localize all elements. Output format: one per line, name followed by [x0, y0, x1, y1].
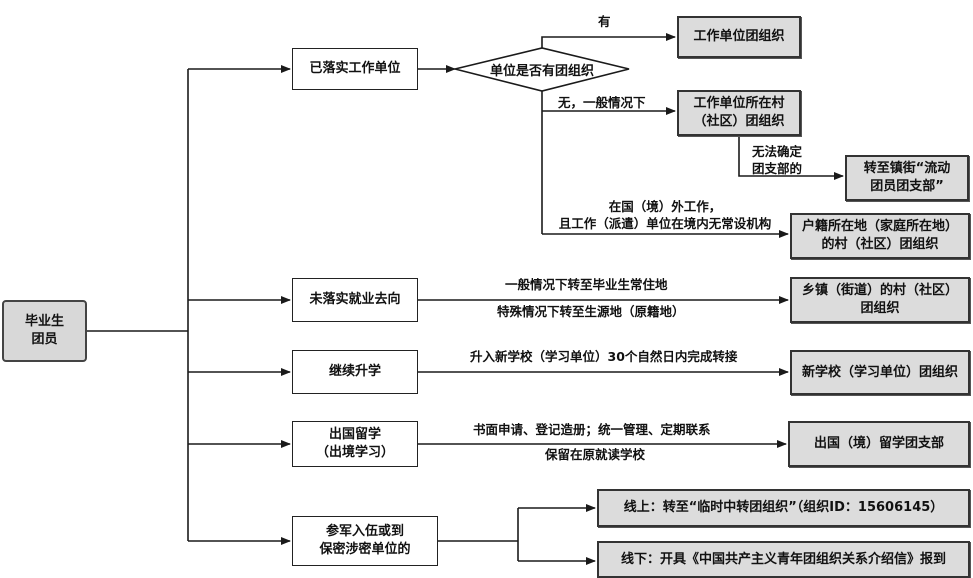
- root-label-line2: 团员: [31, 332, 58, 347]
- node-unemployed: 未落实就业去向: [292, 278, 418, 322]
- decision-label: 单位是否有团组织: [489, 64, 594, 79]
- label-yes: 有: [598, 14, 611, 29]
- target-work-unit-community-line2: （社区）团组织: [693, 114, 785, 129]
- target-floating-branch: 转至镇街“流动 团员团支部”: [845, 155, 969, 201]
- root-node-graduate-members: 毕业生 团员: [2, 300, 87, 362]
- node-employed-label: 已落实工作单位: [309, 61, 401, 76]
- target-household-community: 户籍所在地（家庭所在地） 的村（社区）团组织: [790, 213, 970, 259]
- label-abroad-work-line2: 且工作（派遣）单位在境内无常设机构: [558, 216, 772, 231]
- target-township-community: 乡镇（街道）的村（社区） 团组织: [790, 277, 970, 323]
- arrow-yes: [541, 33, 676, 48]
- target-abroad-branch: 出国（境）留学团支部: [788, 421, 970, 467]
- target-new-school: 新学校（学习单位）团组织: [790, 350, 970, 395]
- target-township-community-line1: 乡镇（街道）的村（社区）: [801, 283, 958, 298]
- target-offline-letter-label: 线下：开具《中国共产主义青年团组织关系介绍信》报到: [620, 551, 946, 567]
- target-work-unit-community: 工作单位所在村 （社区）团组织: [677, 90, 801, 136]
- target-work-unit-league: 工作单位团组织: [677, 16, 801, 58]
- node-study-abroad-line2: （出境学习）: [315, 445, 394, 460]
- decision-diamond: [454, 47, 630, 92]
- target-work-unit-community-line1: 工作单位所在村: [693, 96, 785, 111]
- node-military-line1: 参军入伍或到: [325, 524, 404, 539]
- target-household-community-line2: 的村（社区）团组织: [821, 237, 939, 252]
- node-study-abroad: 出国留学 （出境学习）: [292, 421, 418, 467]
- label-no-general: 无，一般情况下: [558, 95, 646, 110]
- target-township-community-line2: 团组织: [860, 301, 900, 316]
- target-floating-branch-line2: 团员团支部”: [870, 179, 944, 194]
- target-online-transfer: 线上：转至“临时中转团组织”（组织ID：15606145）: [597, 489, 970, 527]
- node-further-study: 继续升学: [292, 350, 418, 394]
- node-further-study-label: 继续升学: [328, 364, 381, 379]
- label-undetermined-line1: 无法确定: [752, 144, 803, 159]
- target-new-school-label: 新学校（学习单位）团组织: [801, 364, 958, 380]
- node-military: 参军入伍或到 保密涉密单位的: [292, 516, 438, 566]
- label-undetermined: 无法确定 团支部的: [752, 143, 802, 177]
- target-online-transfer-label: 线上：转至“临时中转团组织”（组织ID：15606145）: [623, 500, 944, 515]
- label-abroad-work-line1: 在国（境）外工作，: [608, 199, 722, 214]
- target-offline-letter: 线下：开具《中国共产主义青年团组织关系介绍信》报到: [597, 541, 970, 578]
- label-unemployed-special: 特殊情况下转至生源地（原籍地）: [497, 304, 685, 319]
- target-work-unit-league-label: 工作单位团组织: [693, 29, 785, 44]
- node-unemployed-label: 未落实就业去向: [309, 292, 401, 307]
- root-label-line1: 毕业生: [24, 314, 64, 329]
- label-undetermined-line2: 团支部的: [752, 161, 803, 176]
- target-household-community-line1: 户籍所在地（家庭所在地）: [801, 219, 958, 234]
- node-military-line2: 保密涉密单位的: [319, 542, 411, 557]
- arrow-undetermined: [738, 136, 844, 180]
- target-floating-branch-line1: 转至镇街“流动: [863, 161, 951, 176]
- label-unemployed-general: 一般情况下转至毕业生常住地: [505, 277, 668, 292]
- label-further-study: 升入新学校（学习单位）30个自然日内完成转接: [470, 349, 738, 364]
- target-abroad-branch-label: 出国（境）留学团支部: [813, 436, 944, 451]
- node-study-abroad-line1: 出国留学: [328, 427, 381, 442]
- label-study-abroad-below: 保留在原就读学校: [545, 447, 646, 462]
- label-abroad-work: 在国（境）外工作， 且工作（派遣）单位在境内无常设机构: [545, 198, 785, 232]
- label-study-abroad-above: 书面申请、登记造册；统一管理、定期联系: [473, 422, 711, 437]
- node-employed: 已落实工作单位: [292, 48, 418, 90]
